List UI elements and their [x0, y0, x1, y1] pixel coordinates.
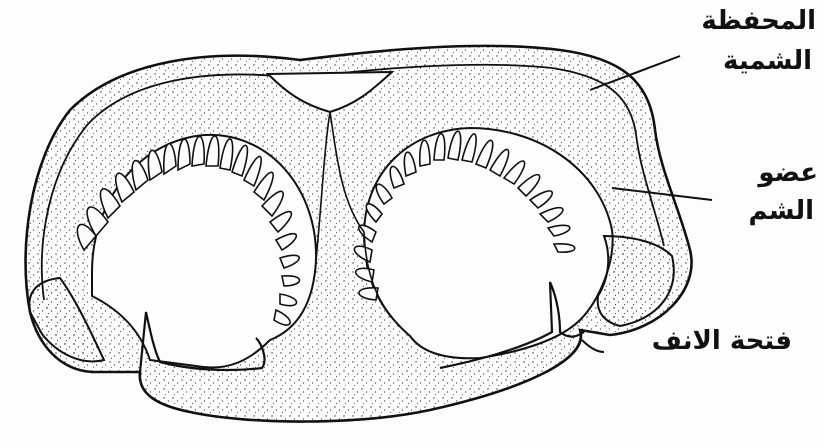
nostril-label: فتحة الانف	[652, 326, 792, 356]
olfactory-organ-label-line1: عضو	[758, 158, 818, 188]
nostril-leader-line	[582, 340, 604, 352]
olfactory-capsule-label-line1: المحفظة	[701, 6, 816, 36]
olfactory-capsule-label-line2: الشمية	[723, 46, 812, 76]
olfactory-organ-label-line2: الشم	[748, 196, 814, 226]
